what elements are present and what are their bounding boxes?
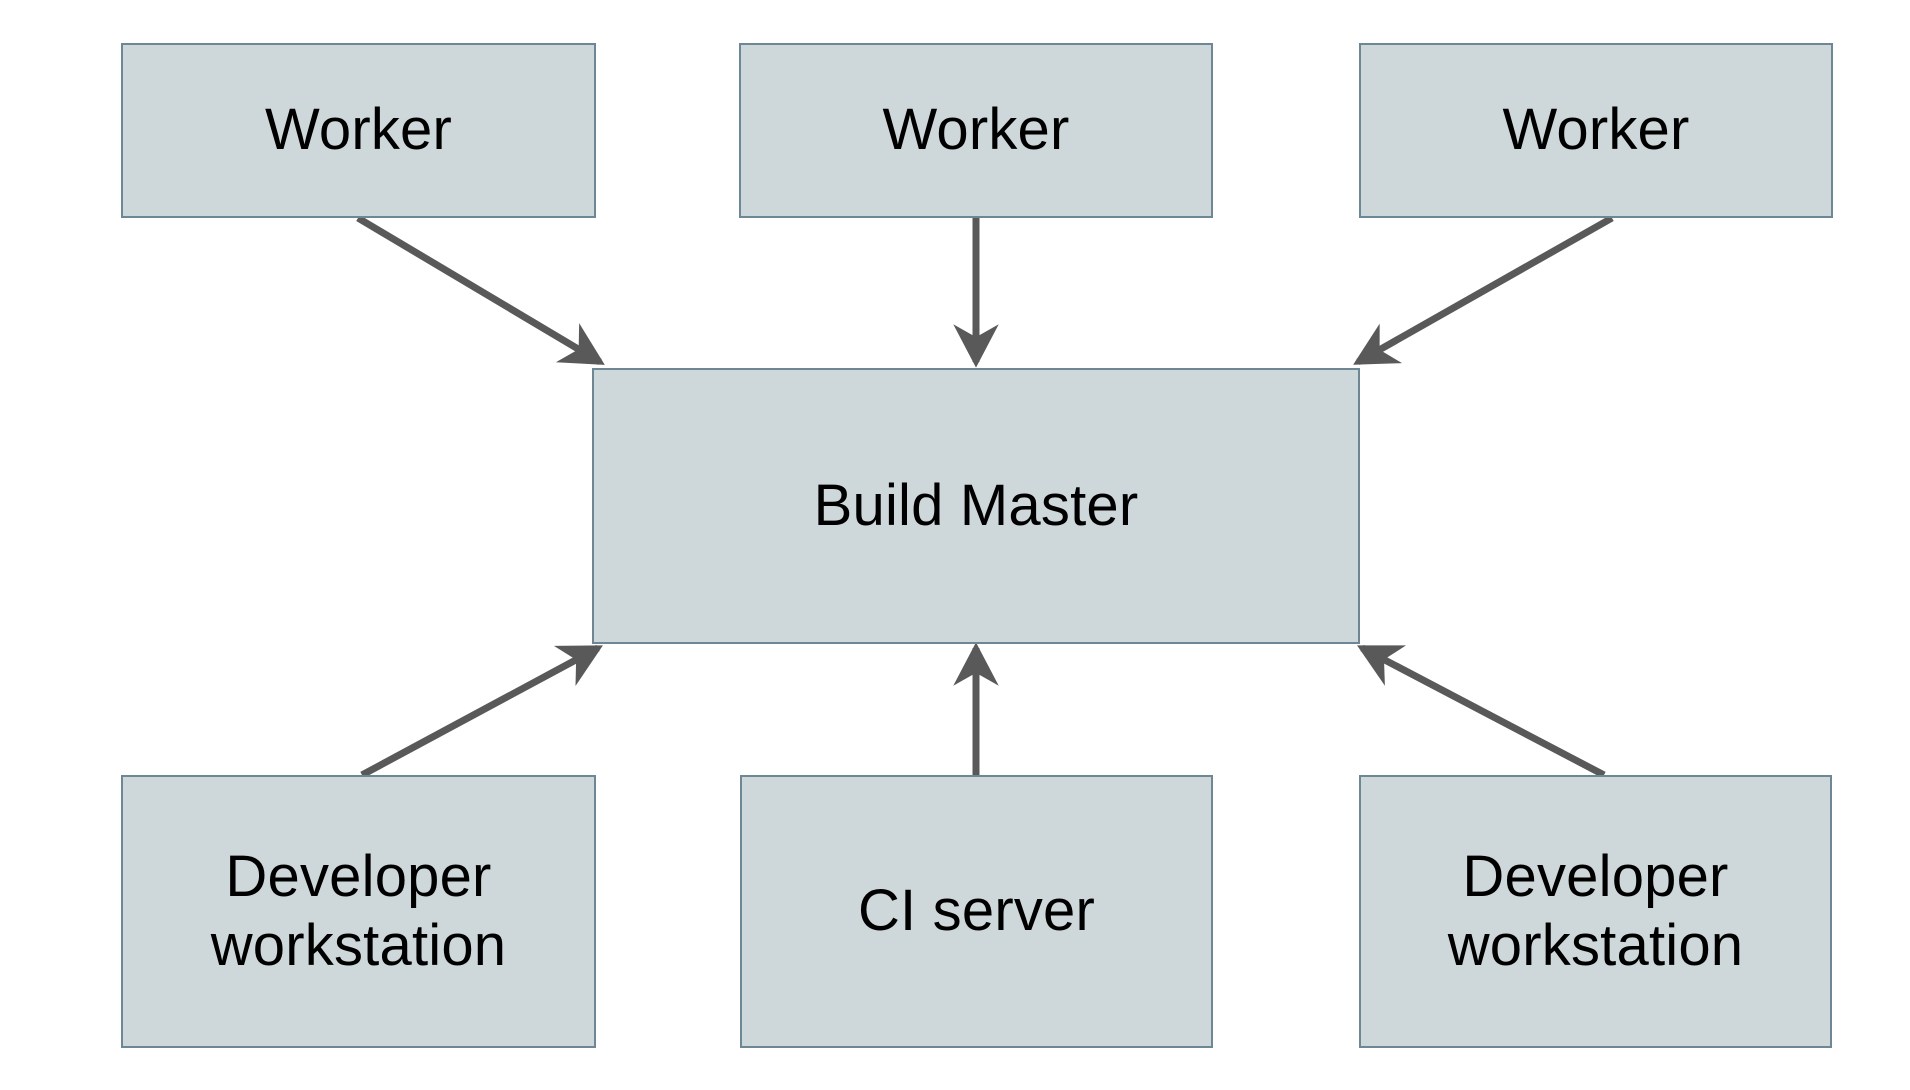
node-ci-server[interactable]: CI server	[740, 775, 1213, 1048]
node-label: Worker	[264, 97, 453, 163]
node-label: Developer workstation	[210, 844, 507, 978]
node-developer-workstation-left[interactable]: Developer workstation	[121, 775, 596, 1048]
node-worker-1[interactable]: Worker	[121, 43, 596, 218]
node-developer-workstation-right[interactable]: Developer workstation	[1359, 775, 1832, 1048]
node-label: CI server	[857, 878, 1096, 944]
node-worker-3[interactable]: Worker	[1359, 43, 1833, 218]
node-label: Worker	[882, 97, 1070, 163]
node-label: Build Master	[813, 472, 1139, 538]
edge-worker3-to-master	[1353, 214, 1614, 366]
edge-dev2-to-master	[1357, 644, 1606, 779]
node-label: Developer workstation	[1447, 844, 1744, 978]
node-worker-2[interactable]: Worker	[739, 43, 1213, 218]
edge-dev1-to-master	[360, 644, 603, 779]
edge-worker1-to-master	[356, 214, 605, 366]
node-build-master[interactable]: Build Master	[592, 368, 1360, 644]
node-label: Worker	[1502, 97, 1690, 163]
